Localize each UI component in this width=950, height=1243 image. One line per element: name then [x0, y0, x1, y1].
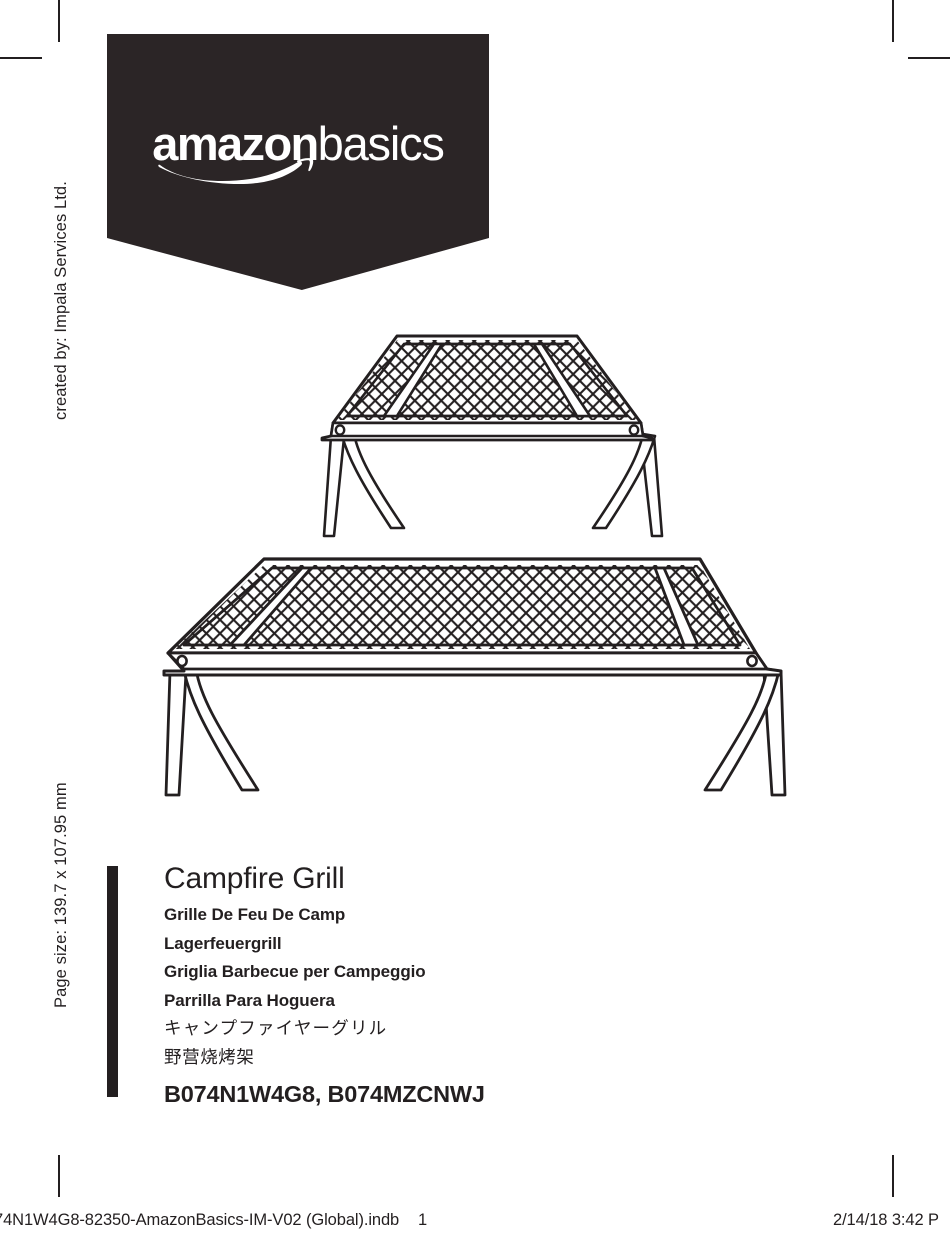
crop-mark-bottom-right-vertical: [892, 1155, 894, 1197]
product-title-zh: 野营烧烤架: [164, 1048, 255, 1068]
title-list: Campfire Grill Grille De Feu De Camp Lag…: [164, 862, 485, 1110]
product-model-numbers: B074N1W4G8, B074MZCNWJ: [164, 1081, 485, 1107]
campfire-grill-large-illustration: [162, 557, 787, 797]
crop-mark-bottom-left-vertical: [58, 1155, 60, 1197]
product-title-it: Griglia Barbecue per Campeggio: [164, 962, 426, 981]
product-title-fr: Grille De Feu De Camp: [164, 905, 346, 924]
product-title-de: Lagerfeuergrill: [164, 933, 282, 953]
logo-word-amazon: amazon: [152, 117, 319, 170]
footer-filename: 74N1W4G8-82350-AmazonBasics-IM-V02 (Glob…: [0, 1211, 400, 1229]
logo-text-wrap: amazonbasics: [152, 117, 445, 184]
footer-timestamp: 2/14/18 3:42 P: [833, 1211, 939, 1229]
logo-word-basics: basics: [317, 117, 445, 170]
crop-mark-top-right-horizontal: [908, 57, 950, 59]
amazonbasics-banner: amazonbasics: [107, 34, 489, 290]
title-accent-bar: [107, 866, 118, 1097]
footer-page-number: 1: [418, 1211, 428, 1229]
crop-mark-top-right-vertical: [892, 0, 894, 42]
amazon-smile-swoosh-icon: [158, 158, 314, 184]
campfire-grill-small-illustration: [320, 334, 664, 538]
margin-note-page-size: Page size: 139.7 x 107.95 mm: [52, 782, 70, 1008]
product-title-es: Parrilla Para Hoguera: [164, 990, 335, 1010]
amazonbasics-logo: amazonbasics: [107, 117, 489, 184]
product-title-ja: キャンプファイヤーグリル: [164, 1019, 388, 1039]
crop-mark-top-left-vertical: [58, 0, 60, 42]
crop-mark-top-left-horizontal: [0, 57, 42, 59]
product-title: Campfire Grill: [164, 862, 345, 895]
margin-note-created-by: created by: Impala Services Ltd.: [52, 181, 70, 420]
